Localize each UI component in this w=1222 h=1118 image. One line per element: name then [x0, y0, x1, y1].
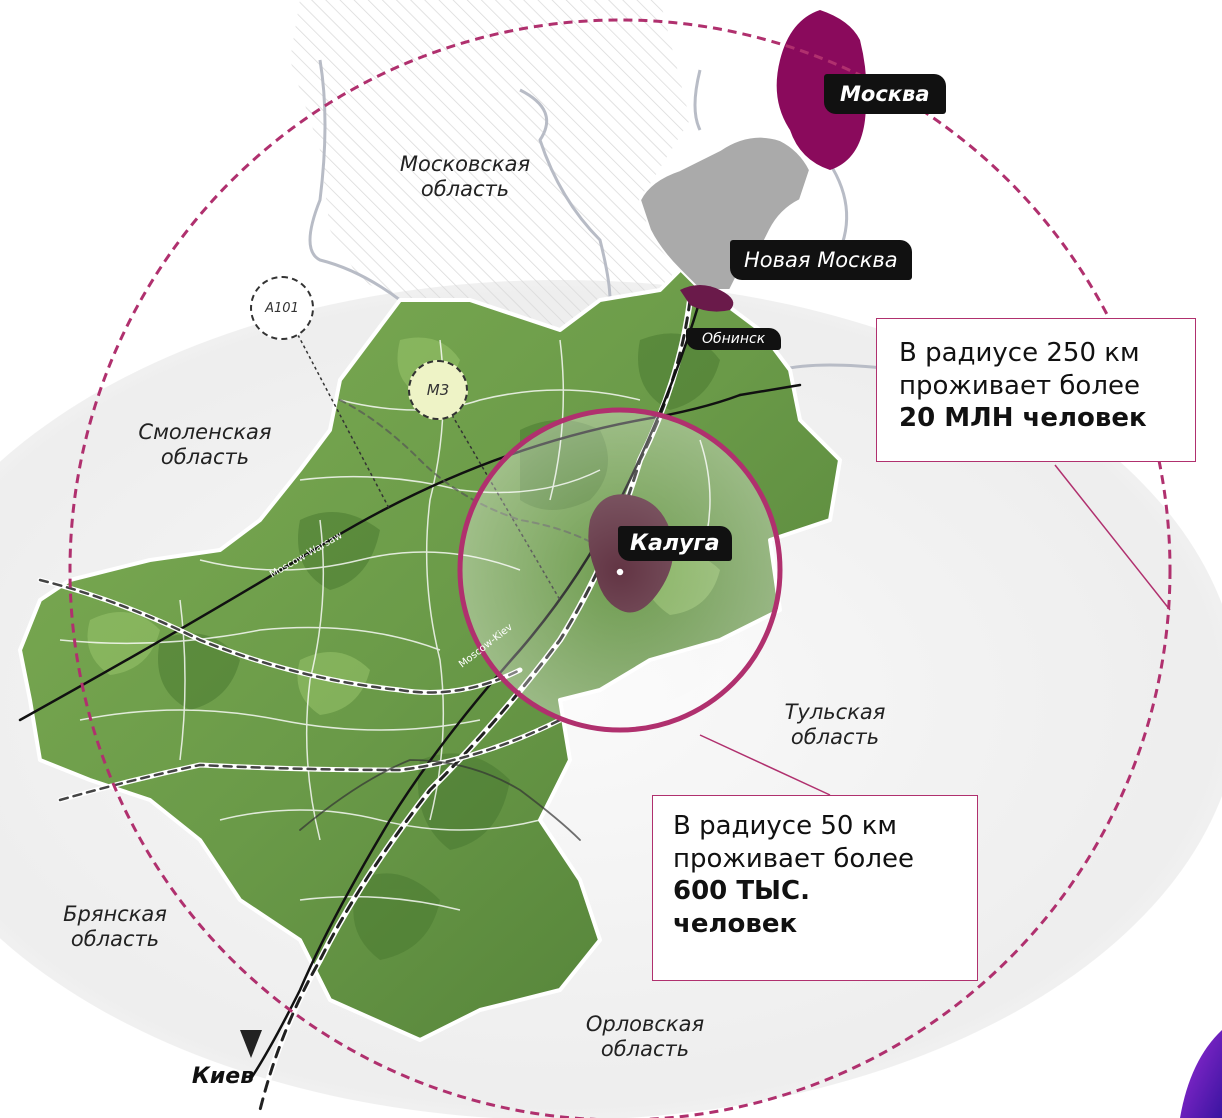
kiev-label: Киев: [191, 1064, 255, 1089]
kiev-arrow: [240, 1030, 262, 1058]
railway-west: [37, 577, 523, 695]
callout-radius-250: В радиусе 250 км проживает более 20 МЛН …: [876, 318, 1196, 462]
m3-road-marker: М3: [408, 360, 468, 420]
a101-road-marker: А101: [250, 276, 314, 340]
radius-250km-circle: [68, 18, 1172, 1118]
callout-radius-50: В радиусе 50 км проживает более 600 ТЫС.…: [652, 795, 978, 981]
radius-50km-circle: [457, 407, 783, 733]
region-label-smolenskaya: Смоленская область: [138, 420, 272, 470]
region-label-orlovskaya: Орловская область: [585, 1012, 705, 1062]
moscow-city-shape: [776, 10, 867, 170]
callout-50-line2: проживает более: [673, 843, 914, 874]
callout-250-bold: 20 МЛН человек: [899, 403, 1147, 433]
moscow-label: Москва: [824, 74, 946, 114]
region-label-moskovskaya: Московская область: [399, 152, 531, 202]
callout-250-line1: В радиусе 250 км: [899, 338, 1140, 368]
region-label-bryanskaya: Брянская область: [63, 902, 167, 952]
callout-50-bold2: человек: [673, 908, 798, 939]
callout-250-line2: проживает более: [899, 370, 1140, 401]
new-moscow-shape: [638, 135, 812, 291]
kaluga-label: Калуга: [618, 526, 732, 561]
obninsk-label: Обнинск: [686, 328, 782, 350]
a101-label: А101: [265, 300, 299, 316]
callout-50-line1: В радиусе 50 км: [673, 811, 898, 841]
callout-50-bold1: 600 ТЫС.: [673, 876, 810, 906]
region-label-tulskaya: Тульская область: [784, 700, 886, 750]
m3-label: М3: [426, 381, 450, 399]
moscow-warsaw-road: [18, 393, 742, 722]
moscow-oblast-area: [290, 0, 690, 330]
new-moscow-label: Новая Москва: [730, 240, 912, 280]
